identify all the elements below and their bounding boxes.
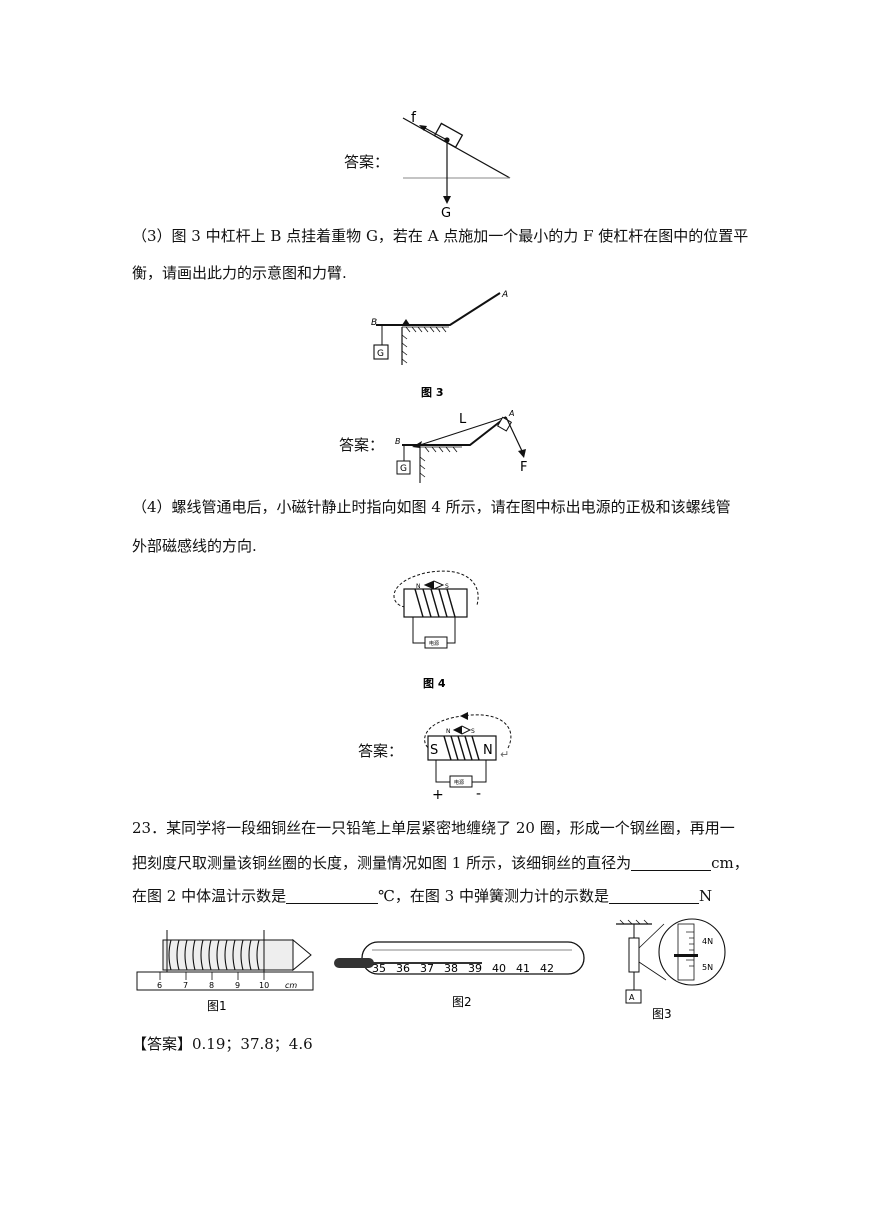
q4-text-line2: 外部磁感线的方向. xyxy=(132,537,257,555)
temperature-blank xyxy=(286,889,379,904)
fig3-caption: 图3 xyxy=(652,1007,672,1021)
answer-label-slope: 答案： xyxy=(344,153,390,171)
thermo-tick-40: 40 xyxy=(492,962,506,975)
thermo-tick-38: 38 xyxy=(444,962,458,975)
thermometer-figure: 35 36 37 38 39 40 41 42 图2 xyxy=(334,941,585,1009)
lever-arm-l-label: L xyxy=(459,412,467,427)
spring-tick-4n: 4N xyxy=(702,937,713,946)
force-f-label: F xyxy=(520,460,527,475)
thermo-tick-37: 37 xyxy=(420,962,434,975)
friction-label: f xyxy=(411,110,417,126)
pole-s-label: S xyxy=(430,743,438,758)
solenoid-figure-4: N S 电源 图 4 xyxy=(393,570,479,690)
ruler-coil-figure: 6 7 8 9 10 cm 图1 xyxy=(136,930,314,1013)
answer-label-solenoid: 答案： xyxy=(358,742,404,760)
force-blank xyxy=(608,889,699,904)
answer-needle-n: N xyxy=(446,728,451,735)
needle-n: N xyxy=(416,583,421,590)
power-source-label: 电源 xyxy=(429,640,439,647)
thermo-tick-41: 41 xyxy=(516,962,530,975)
ruler-tick-7: 7 xyxy=(183,981,188,990)
lever-figure-3: G B A 图 3 xyxy=(371,290,508,399)
answer-needle-s: S xyxy=(471,728,475,735)
needle-s: S xyxy=(445,583,449,590)
answer-power-source: 电源 xyxy=(454,779,464,786)
solenoid-answer-diagram: N S S N ↵ 电源 + - xyxy=(424,712,512,800)
point-a-label: A xyxy=(501,290,508,300)
thermo-tick-35: 35 xyxy=(372,962,386,975)
fig3-lever-caption: 图 3 xyxy=(421,386,443,399)
plus-terminal: + xyxy=(432,787,444,800)
slope-force-diagram: f G xyxy=(402,110,511,220)
spring-tick-5n: 5N xyxy=(702,963,713,972)
thermo-tick-42: 42 xyxy=(540,962,554,975)
fig4-solenoid-caption: 图 4 xyxy=(423,677,446,690)
answer-point-a: A xyxy=(508,409,514,418)
q3-text-line2: 衡，请画出此力的示意图和力臂. xyxy=(132,264,347,282)
gravity-label: G xyxy=(441,206,451,220)
fig1-caption: 图1 xyxy=(207,999,227,1013)
answer-weight-g: G xyxy=(400,464,407,474)
pole-n-label: N xyxy=(483,743,493,758)
thermo-tick-39: 39 xyxy=(468,962,482,975)
spring-block-a: A xyxy=(629,993,635,1002)
weight-g-label: G xyxy=(377,349,384,359)
q4-text-line1: （4）螺线管通电后，小磁针静止时指向如图 4 所示，请在图中标出电源的正极和该螺… xyxy=(132,498,731,516)
q23-text-line1: 23．某同学将一段细铜丝在一只铅笔上单层紧密地缠绕了 20 圈，形成一个钢丝圈，… xyxy=(132,819,735,837)
diameter-blank xyxy=(631,856,712,871)
q23-answer: 【答案】0.19；37.8；4.6 xyxy=(132,1035,313,1053)
ruler-tick-10: 10 xyxy=(259,981,269,990)
fig2-caption: 图2 xyxy=(452,995,472,1009)
spring-scale-figure: A 4N 5N 图3 xyxy=(616,918,726,1021)
q3-text-line1: （3）图 3 中杠杆上 B 点挂着重物 G，若在 A 点施加一个最小的力 F 使… xyxy=(132,227,749,245)
return-mark: ↵ xyxy=(500,748,509,761)
thermo-tick-36: 36 xyxy=(396,962,410,975)
ruler-tick-9: 9 xyxy=(235,981,240,990)
ruler-tick-6: 6 xyxy=(157,981,162,990)
answer-point-b: B xyxy=(395,437,401,446)
answer-label-lever: 答案： xyxy=(339,436,385,454)
ruler-tick-8: 8 xyxy=(209,981,214,990)
point-b-label: B xyxy=(371,318,377,328)
ruler-unit-cm: cm xyxy=(285,981,297,990)
lever-answer-diagram: G B A L F xyxy=(395,409,527,483)
minus-terminal: - xyxy=(476,786,481,800)
